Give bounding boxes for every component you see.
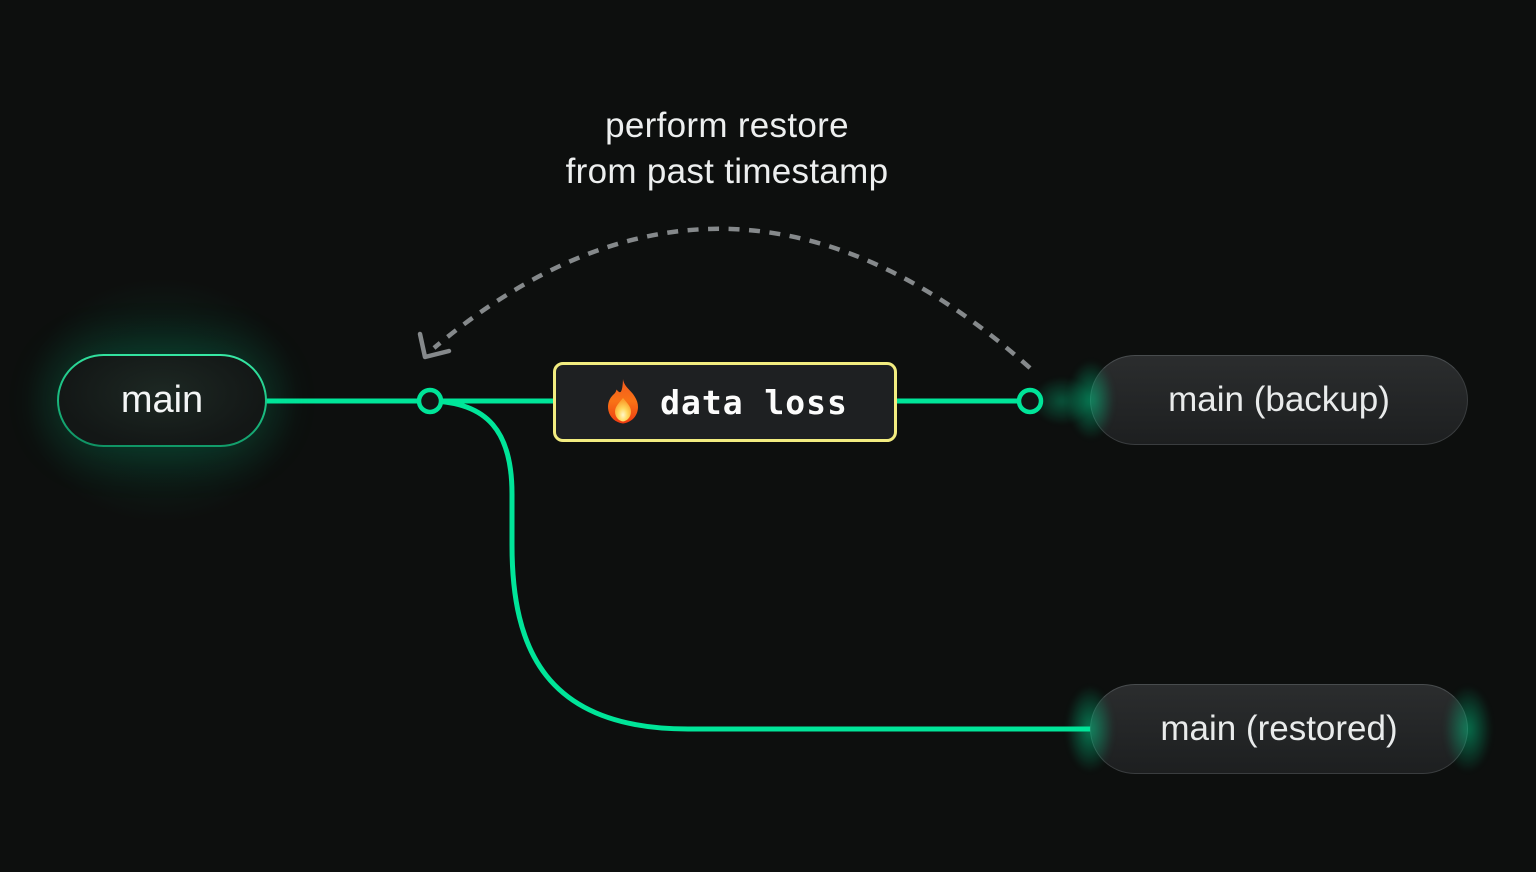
branch-pill-restored: main (restored) bbox=[1090, 684, 1468, 774]
branch-label-backup: main (backup) bbox=[1168, 380, 1390, 419]
branch-pill-main-inner: main bbox=[59, 356, 265, 445]
annotation-line-1: perform restore bbox=[605, 106, 849, 145]
commit-node-branch-point bbox=[416, 387, 444, 415]
restore-arc bbox=[432, 226, 1032, 370]
commit-node-backup-point bbox=[1016, 387, 1044, 415]
restore-arrowhead-icon bbox=[417, 331, 452, 360]
branch-pill-main: main bbox=[57, 354, 267, 447]
branch-label-main: main bbox=[120, 379, 204, 421]
data-loss-box: data loss bbox=[553, 362, 897, 442]
branch-pill-backup: main (backup) bbox=[1090, 355, 1468, 445]
restore-annotation: perform restore from past timestamp bbox=[477, 103, 977, 195]
branch-label-restored: main (restored) bbox=[1160, 709, 1398, 748]
annotation-line-2: from past timestamp bbox=[565, 152, 889, 191]
data-loss-label: data loss bbox=[660, 382, 848, 422]
branch-line-restored bbox=[429, 398, 1092, 732]
fire-icon bbox=[602, 378, 644, 426]
